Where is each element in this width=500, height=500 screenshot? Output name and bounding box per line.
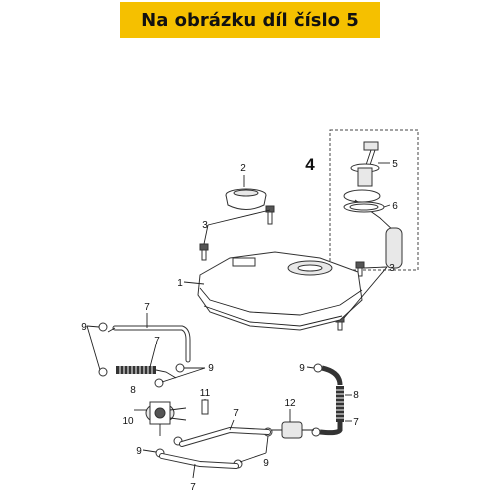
title-banner: Na obrázku díl číslo 5: [120, 2, 380, 38]
callout-9-middle: 9: [208, 363, 214, 374]
callout-7-bottom-middle: 7: [233, 408, 239, 419]
callout-7-left: 7: [154, 336, 160, 347]
fuel-tank: [197, 251, 363, 331]
callout-3-right: 3: [389, 263, 395, 274]
title-text: Na obrázku díl číslo 5: [141, 9, 359, 31]
fuel-cap: [225, 188, 267, 210]
fuel-pump: [145, 401, 187, 436]
hose-right-lower: [319, 422, 343, 436]
callout-8-left: 8: [130, 385, 136, 396]
hose-top-left: [112, 325, 191, 363]
callout-7-bottom: 7: [190, 482, 196, 493]
callout-11: 11: [200, 388, 211, 399]
callout-10: 10: [122, 416, 134, 427]
bolt-left: [199, 243, 209, 261]
callout-3-upper: 3: [202, 220, 208, 231]
callout-1: 1: [177, 278, 183, 289]
callout-7-top-left: 7: [144, 302, 150, 313]
callout-5: 5: [392, 159, 398, 170]
callout-9-bottom-left: 9: [136, 446, 142, 457]
callout-6: 6: [392, 201, 398, 212]
corrugated-hose-right: [336, 386, 344, 422]
assembly-box: [329, 129, 419, 271]
fuel-filter: [272, 421, 314, 439]
callout-8-right: 8: [353, 390, 359, 401]
callout-7-right: 7: [353, 417, 359, 428]
callout-9-bottom: 9: [263, 458, 269, 469]
screw: [201, 399, 209, 415]
bolt-upper-right: [265, 205, 275, 225]
callout-12: 12: [284, 398, 296, 409]
callout-9-left: 9: [81, 322, 87, 333]
leader-lines: [86, 162, 391, 479]
fuel-level-sender: [343, 141, 403, 269]
callout-4: 4: [305, 155, 315, 174]
callout-2: 2: [240, 163, 246, 174]
callout-9-right: 9: [299, 363, 305, 374]
